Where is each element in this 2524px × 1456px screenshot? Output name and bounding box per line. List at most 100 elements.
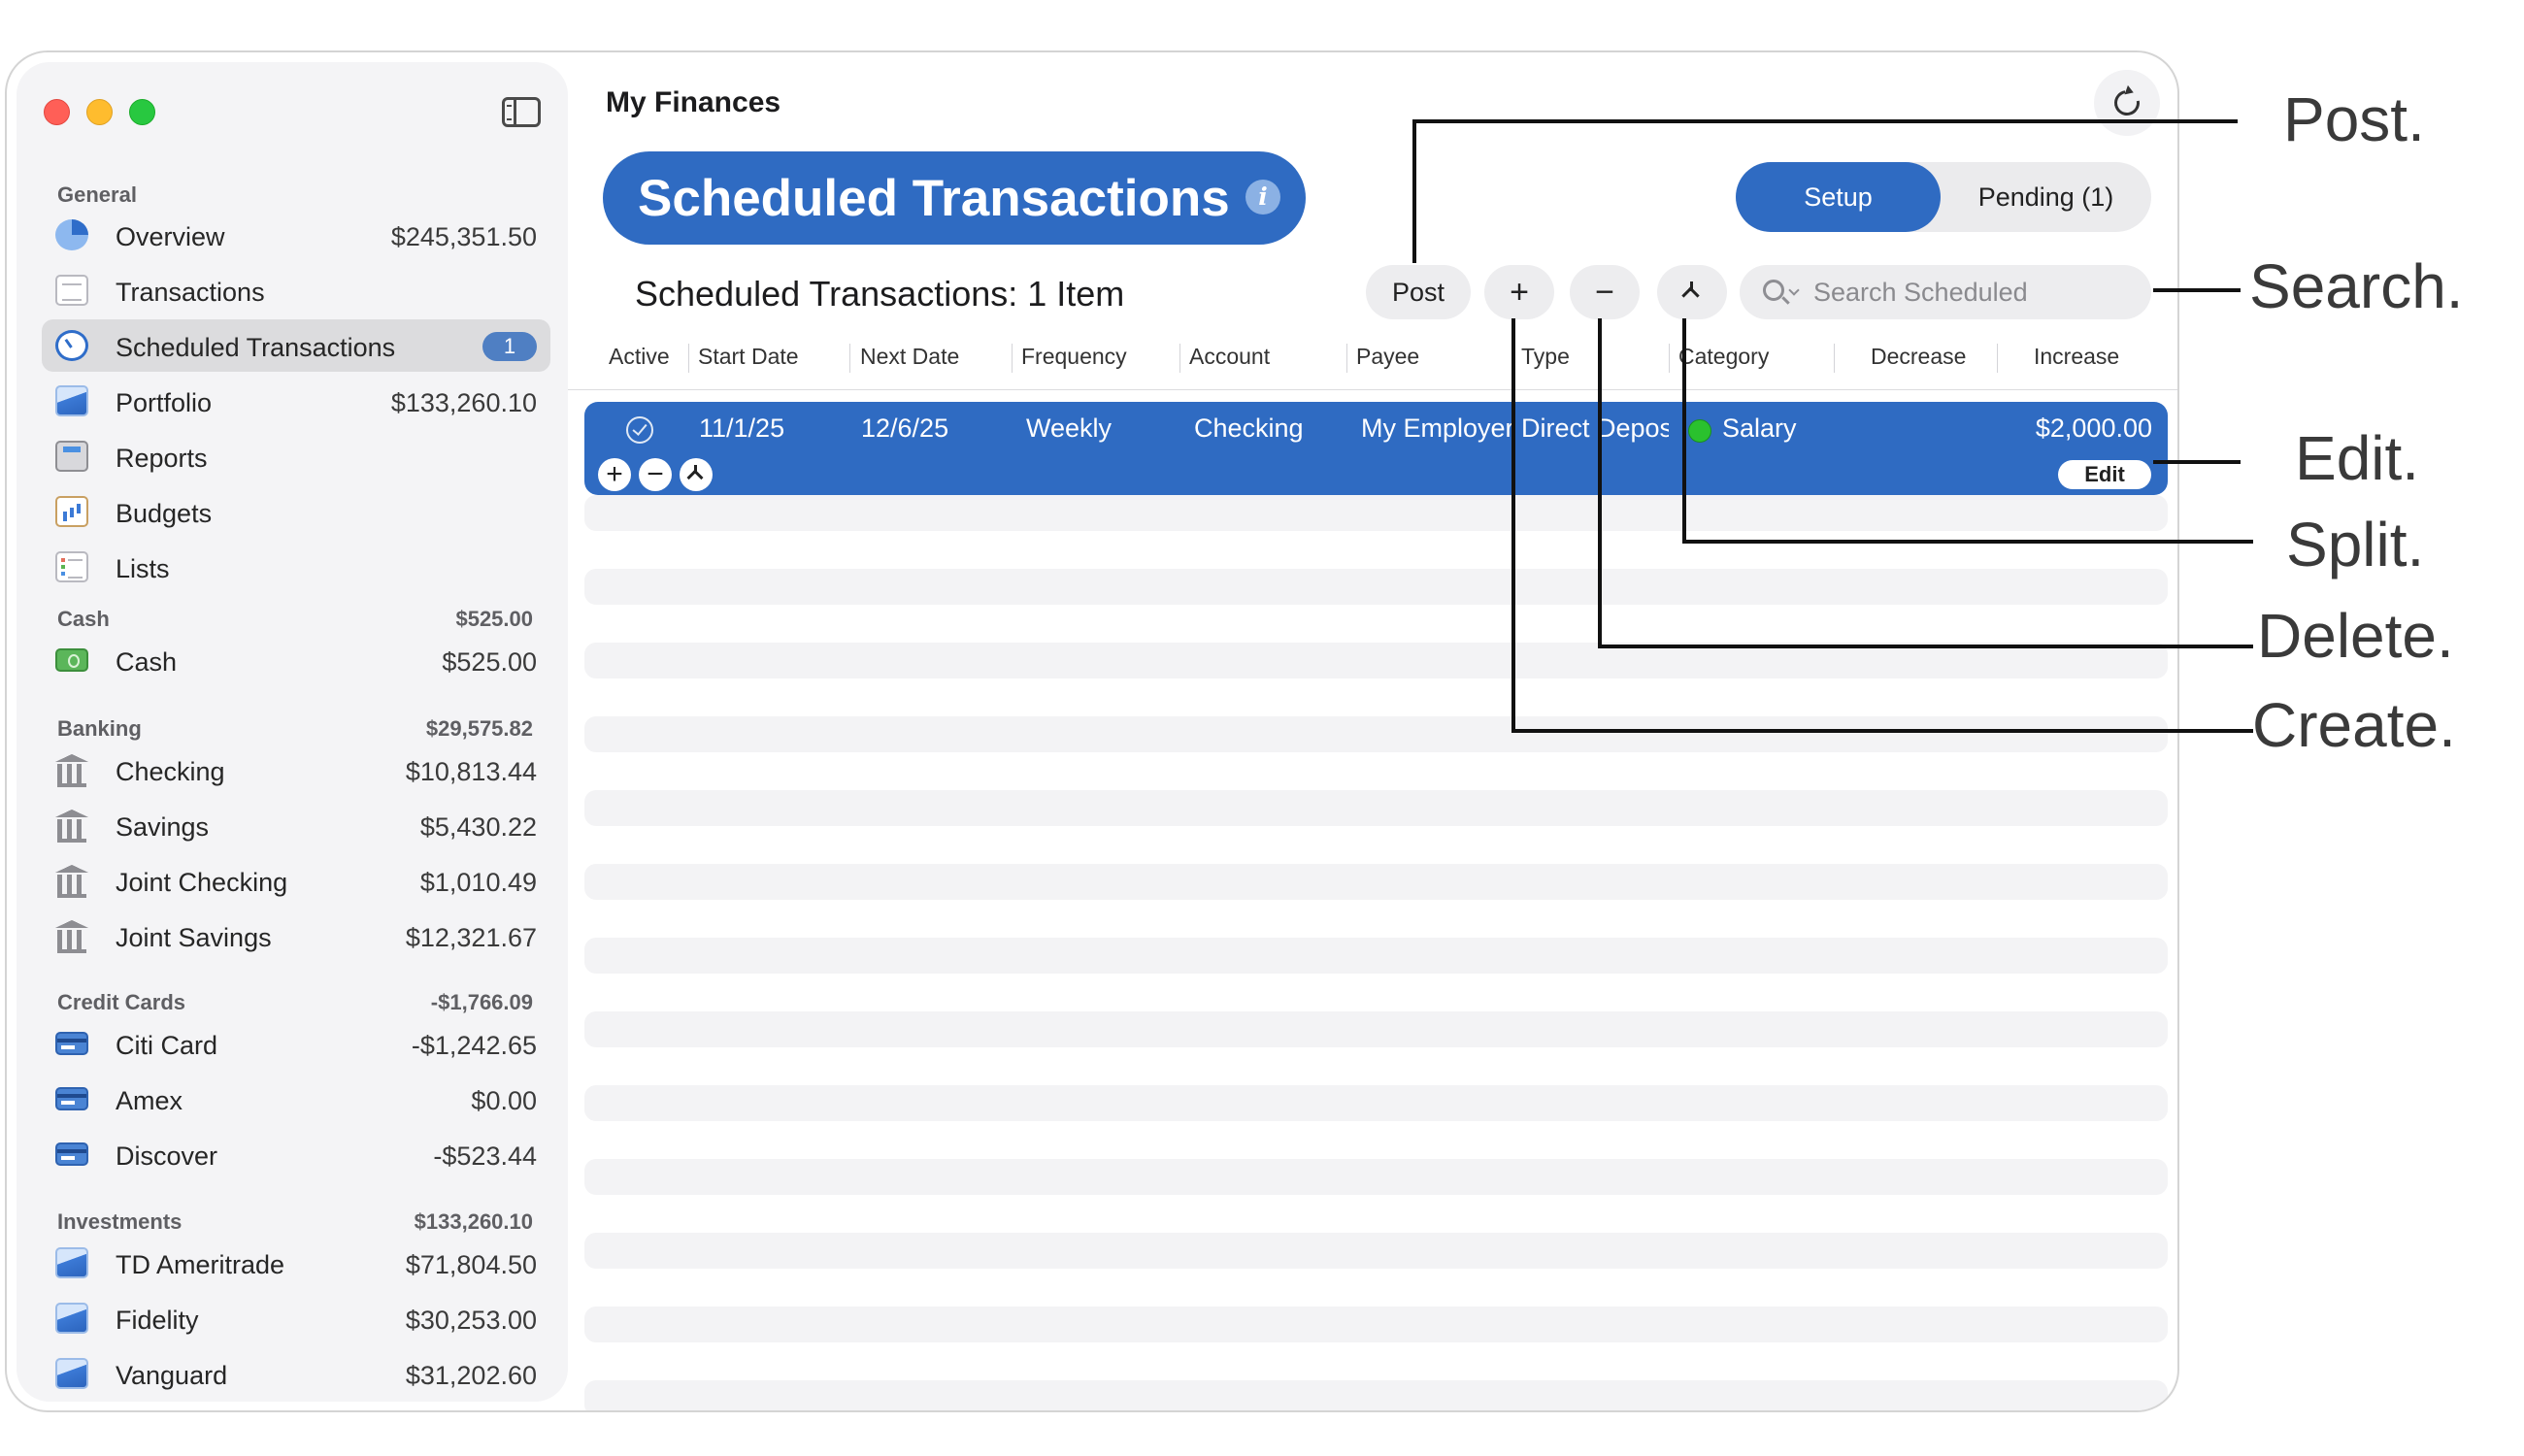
sidebar-item-overview[interactable]: Overview $245,351.50 [42, 209, 550, 261]
table-row[interactable]: 11/1/25 12/6/25 Weekly Checking My Emplo… [584, 402, 2168, 495]
sidebar-item-discover[interactable]: Discover -$523.44 [42, 1128, 550, 1180]
cell-type: Direct Deposit [1521, 414, 1669, 443]
tab-pending[interactable]: Pending (1) [1977, 182, 2114, 212]
empty-row [584, 864, 2168, 900]
cell-account: Checking [1194, 414, 1304, 443]
post-callout-line [1412, 119, 1416, 263]
column-separator[interactable] [1179, 344, 1180, 373]
investment-chart-icon [55, 1358, 88, 1389]
column-separator[interactable] [688, 344, 689, 373]
column-header-account[interactable]: Account [1189, 344, 1271, 369]
sidebar-item-label: Portfolio [116, 388, 213, 417]
sidebar-item-reports[interactable]: Reports [42, 430, 550, 482]
cell-category: Salary [1722, 414, 1797, 443]
cash-icon [55, 648, 88, 672]
column-separator[interactable] [1997, 344, 1998, 373]
cell-payee: My Employer [1361, 414, 1511, 443]
tab-setup[interactable]: Setup [1736, 162, 1941, 232]
column-separator[interactable] [1346, 344, 1347, 373]
refresh-icon[interactable] [2094, 70, 2160, 136]
chevron-down-icon[interactable] [1788, 284, 1800, 296]
header-divider [568, 389, 2177, 390]
bank-icon [55, 754, 88, 787]
sidebar-item-amount: $1,010.49 [419, 868, 537, 897]
lists-icon [55, 551, 88, 582]
column-header-decrease[interactable]: Decrease [1871, 344, 1967, 369]
overview-pie-icon [55, 219, 88, 250]
search-icon [1763, 280, 1784, 301]
sidebar-item-joint-checking[interactable]: Joint Checking $1,010.49 [42, 854, 550, 907]
sidebar-item-amex[interactable]: Amex $0.00 [42, 1073, 550, 1125]
empty-row [584, 495, 2168, 531]
sidebar-item-amount: -$1,242.65 [411, 1031, 537, 1060]
column-header-payee[interactable]: Payee [1356, 344, 1420, 369]
sidebar-item-amount: $133,260.10 [390, 388, 537, 417]
empty-row [584, 569, 2168, 605]
sidebar-item-lists[interactable]: Lists [42, 541, 550, 593]
search-field[interactable] [1740, 265, 2151, 319]
sidebar-item-label: Scheduled Transactions [116, 333, 396, 362]
search-callout-line [2153, 288, 2241, 292]
sidebar-item-joint-savings[interactable]: Joint Savings $12,321.67 [42, 910, 550, 962]
category-color-dot [1688, 419, 1711, 443]
sidebar-item-cash[interactable]: Cash $525.00 [42, 634, 550, 686]
column-header-frequency[interactable]: Frequency [1021, 344, 1127, 369]
cell-next-date: 12/6/25 [861, 414, 949, 443]
sidebar-item-amount: $30,253.00 [405, 1306, 537, 1335]
search-input[interactable] [1813, 273, 2134, 312]
column-separator[interactable] [1834, 344, 1835, 373]
sidebar-section-total: -$1,766.09 [430, 990, 533, 1014]
column-separator[interactable] [1669, 344, 1670, 373]
split-button[interactable] [1657, 265, 1727, 319]
sidebar-item-td-ameritrade[interactable]: TD Ameritrade $71,804.50 [42, 1237, 550, 1289]
empty-row [584, 938, 2168, 974]
row-create-button[interactable]: + [598, 458, 631, 491]
column-header-increase[interactable]: Increase [2034, 344, 2120, 369]
page-title: Scheduled Transactions [638, 170, 1230, 227]
sidebar-item-label: Checking [116, 757, 225, 786]
edit-callout-label: Edit. [2295, 423, 2420, 493]
sidebar-item-savings[interactable]: Savings $5,430.22 [42, 799, 550, 851]
sidebar-item-vanguard[interactable]: Vanguard $31,202.60 [42, 1347, 550, 1400]
sidebar-item-citi-card[interactable]: Citi Card -$1,242.65 [42, 1017, 550, 1070]
sidebar-item-budgets[interactable]: Budgets [42, 485, 550, 538]
row-edit-button[interactable]: Edit [2058, 460, 2151, 489]
cell-frequency: Weekly [1026, 414, 1113, 443]
info-icon[interactable]: i [1245, 180, 1280, 215]
sidebar-item-checking[interactable]: Checking $10,813.44 [42, 744, 550, 796]
sidebar-section-cash: Cash [57, 607, 110, 631]
column-header-active[interactable]: Active [609, 344, 670, 369]
post-button[interactable]: Post [1366, 265, 1471, 319]
sidebar-item-scheduled-transactions[interactable]: Scheduled Transactions 1 [42, 319, 550, 372]
sidebar-item-amount: $525.00 [442, 647, 537, 677]
sidebar-item-transactions[interactable]: Transactions [42, 264, 550, 316]
create-callout-line [1511, 318, 1515, 733]
column-header-type[interactable]: Type [1521, 344, 1570, 369]
create-button[interactable]: + [1484, 265, 1554, 319]
column-header-category[interactable]: Category [1678, 344, 1770, 369]
empty-row [584, 1307, 2168, 1342]
sidebar-toggle-icon[interactable] [502, 97, 541, 127]
sidebar-item-label: Citi Card [116, 1031, 218, 1060]
column-header-start-date[interactable]: Start Date [698, 344, 799, 369]
sidebar-item-fidelity[interactable]: Fidelity $30,253.00 [42, 1292, 550, 1344]
row-split-button[interactable] [680, 458, 713, 491]
zoom-window-button[interactable] [129, 99, 155, 125]
empty-row [584, 643, 2168, 678]
column-separator[interactable] [1012, 344, 1013, 373]
sidebar-section-general: General [57, 182, 137, 207]
active-checkbox[interactable] [626, 416, 653, 444]
close-window-button[interactable] [44, 99, 70, 125]
column-separator[interactable] [849, 344, 850, 373]
sidebar-item-portfolio[interactable]: Portfolio $133,260.10 [42, 375, 550, 427]
minimize-window-button[interactable] [86, 99, 113, 125]
delete-callout-line [1598, 645, 2253, 648]
create-callout-label: Create. [2252, 690, 2456, 760]
row-delete-button[interactable]: − [639, 458, 672, 491]
delete-button[interactable]: − [1570, 265, 1640, 319]
split-callout-line [1682, 540, 2253, 544]
column-header-next-date[interactable]: Next Date [860, 344, 960, 369]
sidebar-item-amount: -$523.44 [433, 1142, 537, 1171]
transactions-document-icon [55, 275, 88, 306]
cell-increase: $2,000.00 [2035, 414, 2152, 443]
